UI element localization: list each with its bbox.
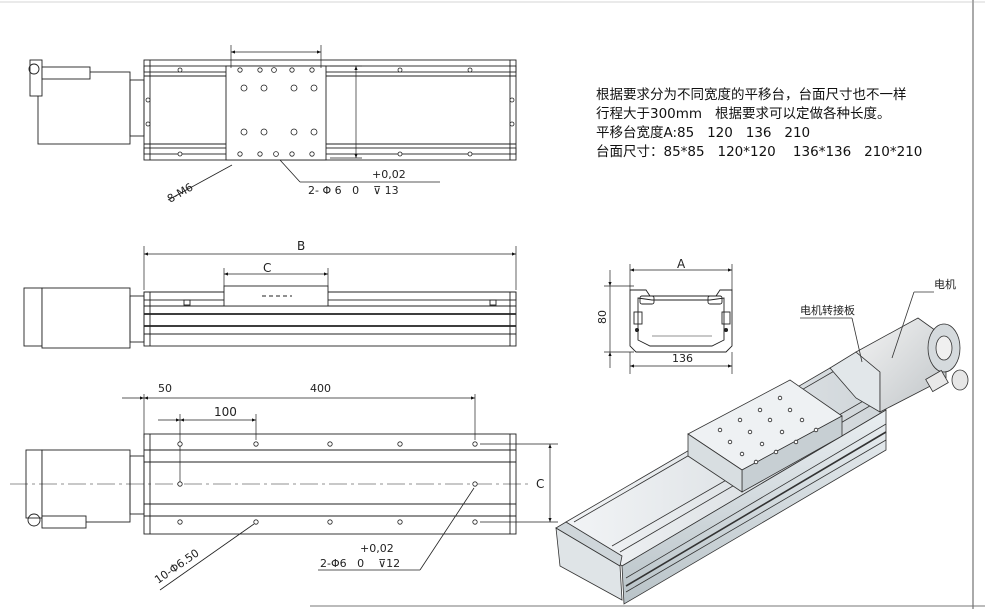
top-pin-callout: 2- Φ 6 0 ⊽ 13 [308, 184, 399, 197]
rail-end-hole [509, 121, 515, 127]
base-hole [397, 441, 403, 447]
carriage-hole [777, 395, 783, 401]
rail-hole [177, 67, 183, 73]
base-hole [327, 519, 333, 525]
spec-line-1: 根据要求分为不同宽度的平移台，台面尺寸也不一样 [596, 87, 907, 103]
plate-hole [240, 128, 248, 136]
spec-line-3: 平移台宽度A:85 120 136 210 [596, 125, 811, 141]
top-tolerance: +0,02 [372, 168, 406, 181]
carriage-hole [757, 407, 763, 413]
carriage-hole [779, 429, 785, 435]
base-hole [327, 441, 333, 447]
plate-hole [310, 84, 318, 92]
base-hole [177, 441, 183, 447]
top-plate-holes [237, 67, 318, 157]
carriage-hole [813, 427, 819, 433]
carriage-plate [225, 65, 327, 161]
base-end-offset: 50 [158, 382, 172, 395]
plate-hole [310, 128, 318, 136]
rail-hole [397, 67, 403, 73]
base-view [10, 394, 558, 591]
rail-hole [177, 151, 183, 157]
rail-hole [467, 151, 473, 157]
rail-body [143, 59, 517, 161]
motor-body [37, 71, 131, 145]
isometric-view [555, 291, 969, 605]
top-hole-callout: 8-M6 [165, 181, 195, 206]
section-view [604, 264, 733, 374]
plate-hole [309, 67, 315, 73]
carriage-hole [787, 407, 793, 413]
plate-hole [290, 128, 298, 136]
spec-line-2: 行程大于300mm 根据要求可以定做各种长度。 [596, 106, 891, 122]
base-hole [397, 519, 403, 525]
plate-hole [289, 151, 295, 157]
rail-end-hole [509, 97, 515, 103]
plate-hole [260, 84, 268, 92]
rail-end-hole [145, 97, 151, 103]
plate-hole [260, 128, 268, 136]
carriage-hole [739, 451, 745, 457]
rail-hole [467, 67, 473, 73]
carriage-holes [717, 395, 819, 465]
carriage-hole [759, 441, 765, 447]
plate-hole [257, 67, 263, 73]
base-hole-span: 400 [310, 382, 331, 395]
base-pin-hole [177, 481, 183, 487]
top-rail-holes [145, 67, 515, 157]
pin-hole [271, 67, 277, 73]
rail-hole [397, 151, 403, 157]
base-row-span: C [536, 477, 544, 491]
carriage-hole [737, 417, 743, 423]
base-hole [472, 441, 478, 447]
side-length-label: B [297, 239, 305, 253]
base-hole [472, 519, 478, 525]
carriage-hole [727, 439, 733, 445]
top-view [28, 45, 517, 201]
section-base-label: 136 [672, 352, 693, 365]
plate-hole [257, 151, 263, 157]
spec-line-4: 台面尺寸：85*85 120*120 136*136 210*210 [596, 144, 923, 160]
motor-label: 电机 [934, 277, 956, 291]
carriage-hole [773, 449, 779, 455]
base-hole [253, 519, 259, 525]
rail-end-hole [145, 121, 151, 127]
side-carriage-label: C [263, 261, 271, 275]
base-mounting-holes [177, 441, 478, 525]
carriage-hole [753, 459, 759, 465]
section-width-label: A [677, 257, 686, 271]
plate-hole [289, 67, 295, 73]
carriage-hole [717, 427, 723, 433]
section-height-label: 80 [596, 310, 609, 324]
base-hole-pitch: 100 [214, 405, 237, 419]
carriage-hole [747, 429, 753, 435]
side-view [23, 246, 517, 349]
base-hole [253, 441, 259, 447]
pin-hole [273, 151, 279, 157]
plate-hole [290, 84, 298, 92]
plate-hole [237, 67, 243, 73]
carriage-hole [767, 417, 773, 423]
carriage-hole [793, 439, 799, 445]
plate-hole [240, 84, 248, 92]
adapter-label: 电机转接板 [800, 303, 855, 317]
base-pin-hole [472, 481, 478, 487]
spec-notes: 根据要求分为不同宽度的平移台，台面尺寸也不一样 行程大于300mm 根据要求可以… [596, 86, 956, 162]
base-pin-callout: 2-Φ6 0 ⊽12 [320, 557, 400, 570]
base-tolerance: +0,02 [360, 542, 394, 555]
plate-hole [309, 151, 315, 157]
carriage-hole [799, 417, 805, 423]
plate-hole [237, 151, 243, 157]
base-hole [177, 519, 183, 525]
